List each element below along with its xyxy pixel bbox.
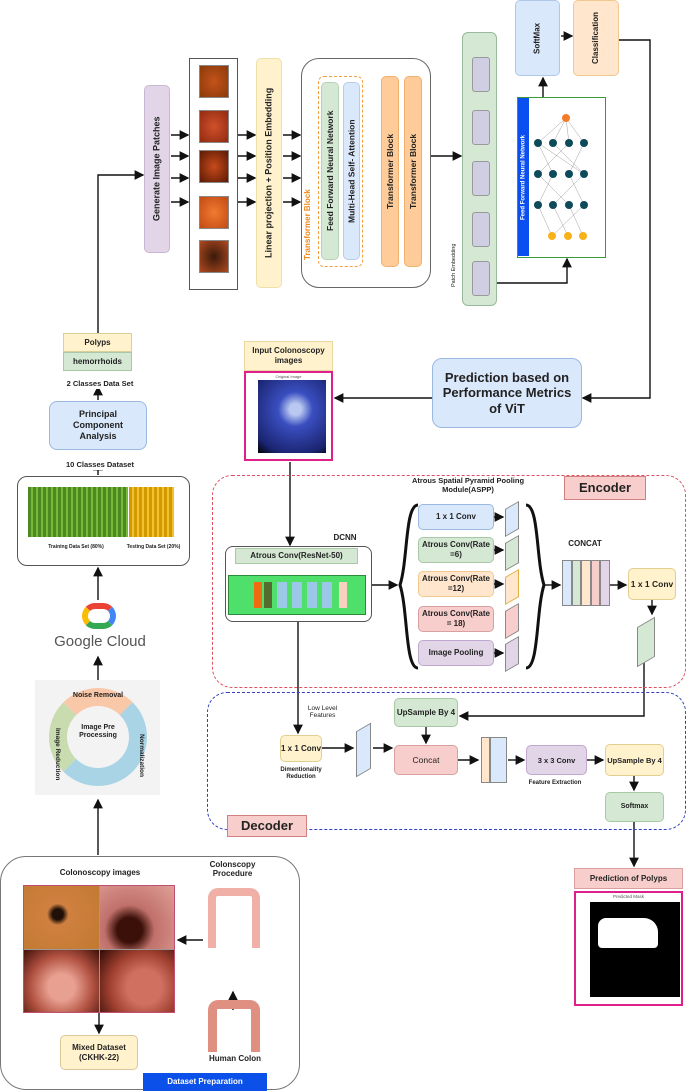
input-images-title: Input Colonoscopy images (244, 341, 333, 371)
low-level-feature-cube (356, 722, 371, 778)
decoder-upsample-2: UpSample By 4 (605, 744, 664, 776)
colonoscopy-procedure-label: Colonscopy Procedure (209, 860, 256, 879)
encoder-conv-1x1: 1 x 1 Conv (628, 568, 676, 600)
aspp-image-pooling: Image Pooling (418, 640, 494, 666)
normalization-label: Normalization (138, 733, 145, 777)
decoder-concat-stack (481, 737, 507, 783)
colonoscopy-photo (99, 886, 174, 949)
predicted-mask-plot: Predicted Mask (574, 891, 683, 1006)
testing-label: Testing Data Set (20%) (126, 544, 181, 550)
dataset-preparation-tag: Dataset Preparation (143, 1073, 267, 1091)
embedding-slot (472, 110, 490, 145)
prediction-vit-box: Prediction based on Performance Metrics … (432, 358, 582, 428)
transformer-encoder-box (301, 58, 431, 288)
decoder-softmax: Softmax (605, 792, 664, 822)
decoder-conv-3x3: 3 x 3 Conv (526, 745, 587, 775)
patch-image (199, 110, 229, 143)
aspp-atrous-rate-6: Atrous Conv(Rate =6) (418, 537, 494, 563)
generate-image-patches: Generate Image Patches (144, 85, 170, 253)
patch-image (199, 240, 229, 273)
pca-box: Principal Component Analysis (49, 401, 147, 450)
linear-projection-box: Linear projection + Position Embedding (256, 58, 282, 288)
class-hemorrhoids: hemorrhoids (63, 352, 132, 371)
resnet-architecture-image (228, 575, 366, 615)
aspp-title: Atrous Spatial Pyramid Pooling Module(AS… (411, 476, 525, 494)
ten-classes-label: 10 Classes Dataset (40, 460, 160, 470)
atrous-resnet-title: Atrous Conv(ResNet-50) (235, 548, 358, 564)
patch-image (199, 196, 229, 229)
preprocessing-center: Image Pre Processing (79, 724, 117, 740)
decoder-upsample-1: UpSample By 4 (394, 698, 458, 727)
concat-label: CONCAT (568, 539, 602, 548)
concat-feature-stack (562, 560, 610, 606)
colonoscopy-images-label: Colonoscopy images (59, 868, 141, 877)
colonoscopy-image-grid (23, 885, 175, 1013)
neural-net-graph (534, 114, 588, 240)
human-colon-label: Human Colon (209, 1054, 261, 1063)
decoder-label: Decoder (227, 815, 307, 837)
image-patches-panel (189, 58, 238, 290)
google-cloud-logo-icon (82, 603, 116, 629)
softmax-box: SoftMax (515, 0, 560, 76)
embedding-slot (472, 212, 490, 247)
classification-box: Classification (573, 0, 619, 76)
encoder-label: Encoder (564, 476, 646, 500)
input-plot-title: Original Image (275, 374, 302, 379)
aspp-conv-1x1: 1 x 1 Conv (418, 504, 494, 530)
colonoscopy-image (258, 380, 326, 453)
predicted-mask-image (590, 902, 680, 997)
ffn-network-label: Feed Forward Neural Network (518, 98, 529, 256)
encoder-region (212, 475, 686, 688)
colonoscopy-photo (24, 949, 99, 1012)
decoder-region (207, 692, 686, 830)
embedding-slot (472, 261, 490, 296)
colonoscopy-photo (24, 886, 99, 949)
preprocessing-cycle: Noise Removal Image Pre Processing Norma… (35, 680, 160, 795)
mask-plot-title: Predicted Mask (612, 894, 644, 899)
patch-image (199, 65, 229, 98)
input-image-plot: Original Image (244, 371, 333, 461)
patch-image (199, 150, 229, 183)
decoder-concat: Concat (394, 745, 458, 775)
transformer-block-2: Transformer Block (404, 76, 422, 267)
feature-extraction-label: Feature Extraction (528, 780, 582, 786)
mhsa-box: Multi-Head Self- Attention (343, 82, 360, 260)
human-colon-illustration (208, 1000, 260, 1052)
low-level-features-label: Low Level Features (307, 705, 338, 720)
transformer-block-label: Transformer Block (303, 189, 312, 261)
ffn-box: Feed Forward Neural Network (321, 82, 339, 260)
embedding-slot (472, 161, 490, 196)
embedding-slot (472, 57, 490, 92)
ffn-network-diagram: Feed Forward Neural Network (517, 97, 606, 258)
google-cloud-label: Google Cloud (54, 633, 146, 650)
patch-embedding-label: Patch Embedding (451, 243, 457, 287)
testing-stack (129, 487, 174, 537)
mixed-dataset-box: Mixed Dataset (CKHK-22) (60, 1035, 138, 1070)
transformer-block-dashed (318, 76, 363, 267)
training-stack (28, 487, 128, 537)
colonoscopy-procedure-illustration (208, 888, 260, 948)
decoder-conv-1x1: 1 x 1 Conv (280, 735, 322, 762)
prediction-of-polyps-title: Prediction of Polyps (574, 868, 683, 889)
noise-removal-label: Noise Removal (72, 692, 124, 699)
transformer-block-1: Transformer Block (381, 76, 399, 267)
dcnn-label: DCNN (333, 533, 357, 542)
class-polyps: Polyps (63, 333, 132, 352)
dimensionality-reduction-label: Dimentionality Reduction (280, 767, 322, 780)
aspp-atrous-rate-18: Atrous Conv(Rate = 18) (418, 606, 494, 632)
aspp-atrous-rate-12: Atrous Conv(Rate =12) (418, 571, 494, 597)
two-classes-label: 2 Classes Data Set (40, 379, 160, 389)
training-label: Training Data Set (80%) (48, 544, 104, 550)
dataset-split-box: Training Data Set (80%) Testing Data Set… (17, 476, 190, 566)
image-reduction-label: Image Reduction (54, 727, 61, 781)
colonoscopy-photo (99, 949, 174, 1012)
